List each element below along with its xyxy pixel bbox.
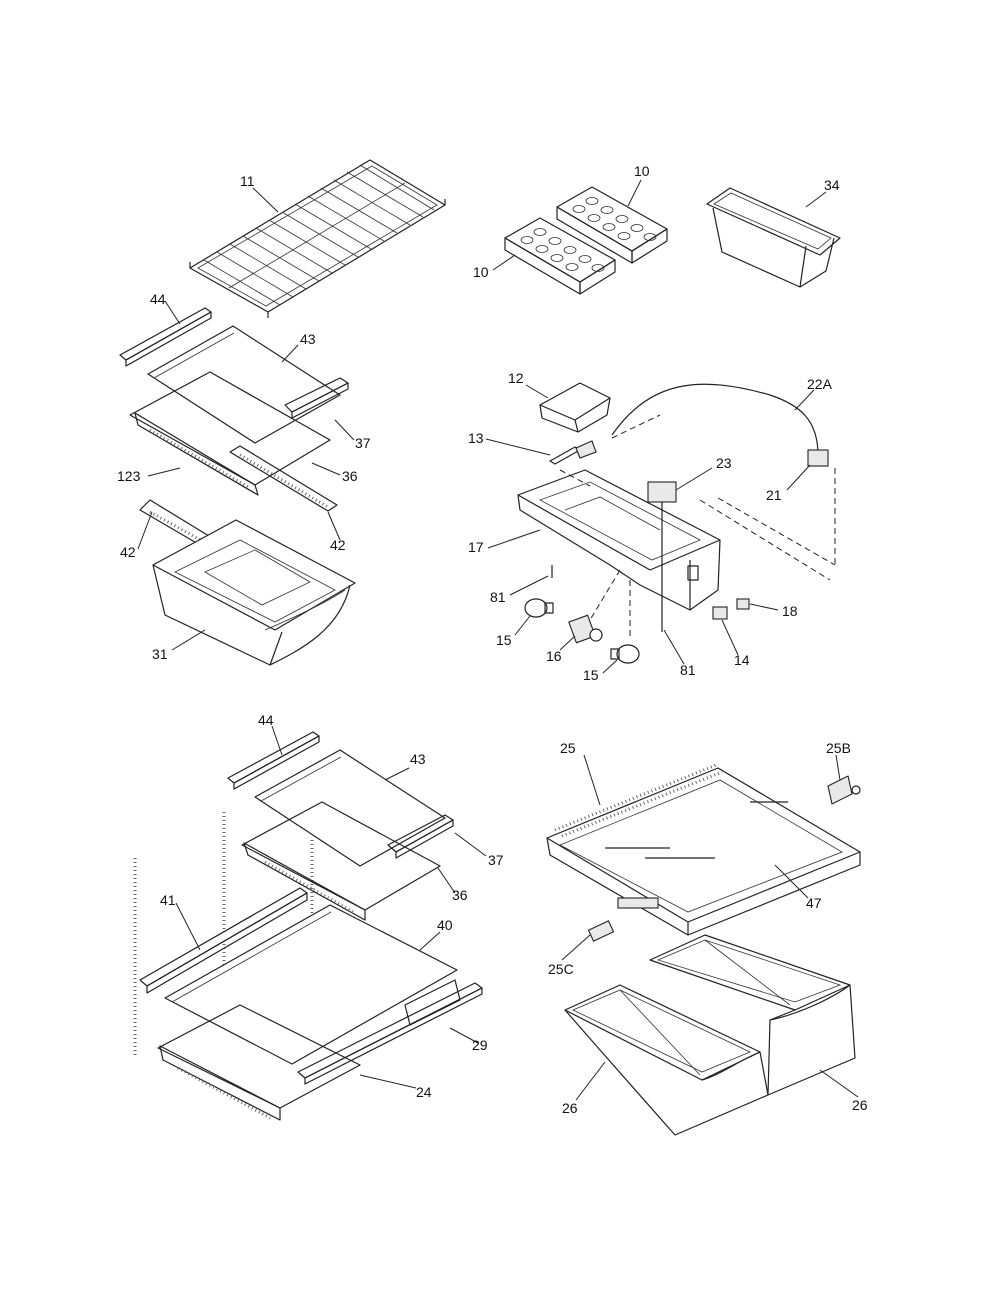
ice-bucket-12 [539, 382, 611, 433]
callout-26: 26 [562, 1100, 578, 1116]
callout-42: 42 [330, 537, 346, 553]
callout-43: 43 [410, 751, 426, 767]
wire-harness-22A [611, 383, 829, 467]
callout-34: 34 [824, 177, 840, 193]
callout-12: 12 [508, 370, 524, 386]
thermostat-23 [647, 481, 677, 632]
callout-10: 10 [473, 264, 489, 280]
callout-16: 16 [546, 648, 562, 664]
crisper-drawer-26 [564, 984, 769, 1136]
shelf-rail-36 [229, 445, 338, 512]
callout-11: 11 [240, 173, 255, 189]
light-bulb-15 [610, 644, 640, 664]
glass-shelf-43 [254, 749, 446, 867]
callout-15: 15 [583, 667, 599, 683]
control-housing-17 [517, 469, 721, 611]
callout-41: 41 [160, 892, 176, 908]
callout-44: 44 [150, 291, 166, 307]
shelf-frame-36 [241, 801, 454, 921]
callout-40: 40 [437, 917, 453, 933]
leader-lines [137, 179, 859, 1101]
callout-44: 44 [258, 712, 274, 728]
callout-123: 123 [117, 468, 141, 484]
shelf-trim-44 [119, 307, 212, 367]
callout-31: 31 [152, 646, 168, 662]
light-bulb-15 [524, 598, 554, 618]
callout-37: 37 [355, 435, 371, 451]
callout-15: 15 [496, 632, 512, 648]
callout-labels: 11 10 10 34 44 43 37 36 123 42 42 31 12 … [117, 163, 868, 1116]
connector-14 [712, 606, 728, 620]
callout-10: 10 [634, 163, 650, 179]
callout-81: 81 [680, 662, 696, 678]
shelf-frame-24 [157, 979, 461, 1121]
callout-26: 26 [852, 1097, 868, 1113]
bracket-25C [587, 920, 615, 942]
crisper-drawer-26 [649, 934, 856, 1096]
callout-47: 47 [806, 895, 822, 911]
callout-29: 29 [472, 1037, 488, 1053]
callout-14: 14 [734, 652, 750, 668]
clip-13 [549, 440, 597, 465]
callout-43: 43 [300, 331, 316, 347]
callout-37: 37 [488, 852, 504, 868]
callout-81: 81 [490, 589, 506, 605]
crisper-cover-frame-25 [546, 763, 861, 936]
wire-shelf-part [189, 159, 446, 318]
ice-tray-part [556, 186, 668, 264]
callout-36: 36 [452, 887, 468, 903]
crisper-drawer-31 [152, 519, 356, 666]
shelf-trim-44 [227, 731, 320, 790]
bracket-25B [827, 775, 861, 805]
glass-shelf-40 [164, 904, 458, 1065]
callout-24: 24 [416, 1084, 432, 1100]
callout-17: 17 [468, 539, 484, 555]
shelf-frame-123 [129, 371, 349, 496]
shelf-trim-41 [139, 887, 308, 994]
storage-bin-part [706, 187, 841, 288]
callout-25C: 25C [548, 961, 574, 977]
connector-18 [736, 598, 750, 610]
cover-glass-47 [605, 801, 788, 859]
callout-18: 18 [782, 603, 798, 619]
callout-42: 42 [120, 544, 136, 560]
ice-tray-part [504, 217, 616, 295]
bulb-socket-16 [568, 614, 603, 644]
dashed-assembly-lines [559, 414, 836, 640]
callout-25B: 25B [826, 740, 851, 756]
callout-36: 36 [342, 468, 358, 484]
callout-25: 25 [560, 740, 576, 756]
callout-21: 21 [766, 487, 782, 503]
callout-22A: 22A [807, 376, 833, 392]
callout-13: 13 [468, 430, 484, 446]
callout-23: 23 [716, 455, 732, 471]
